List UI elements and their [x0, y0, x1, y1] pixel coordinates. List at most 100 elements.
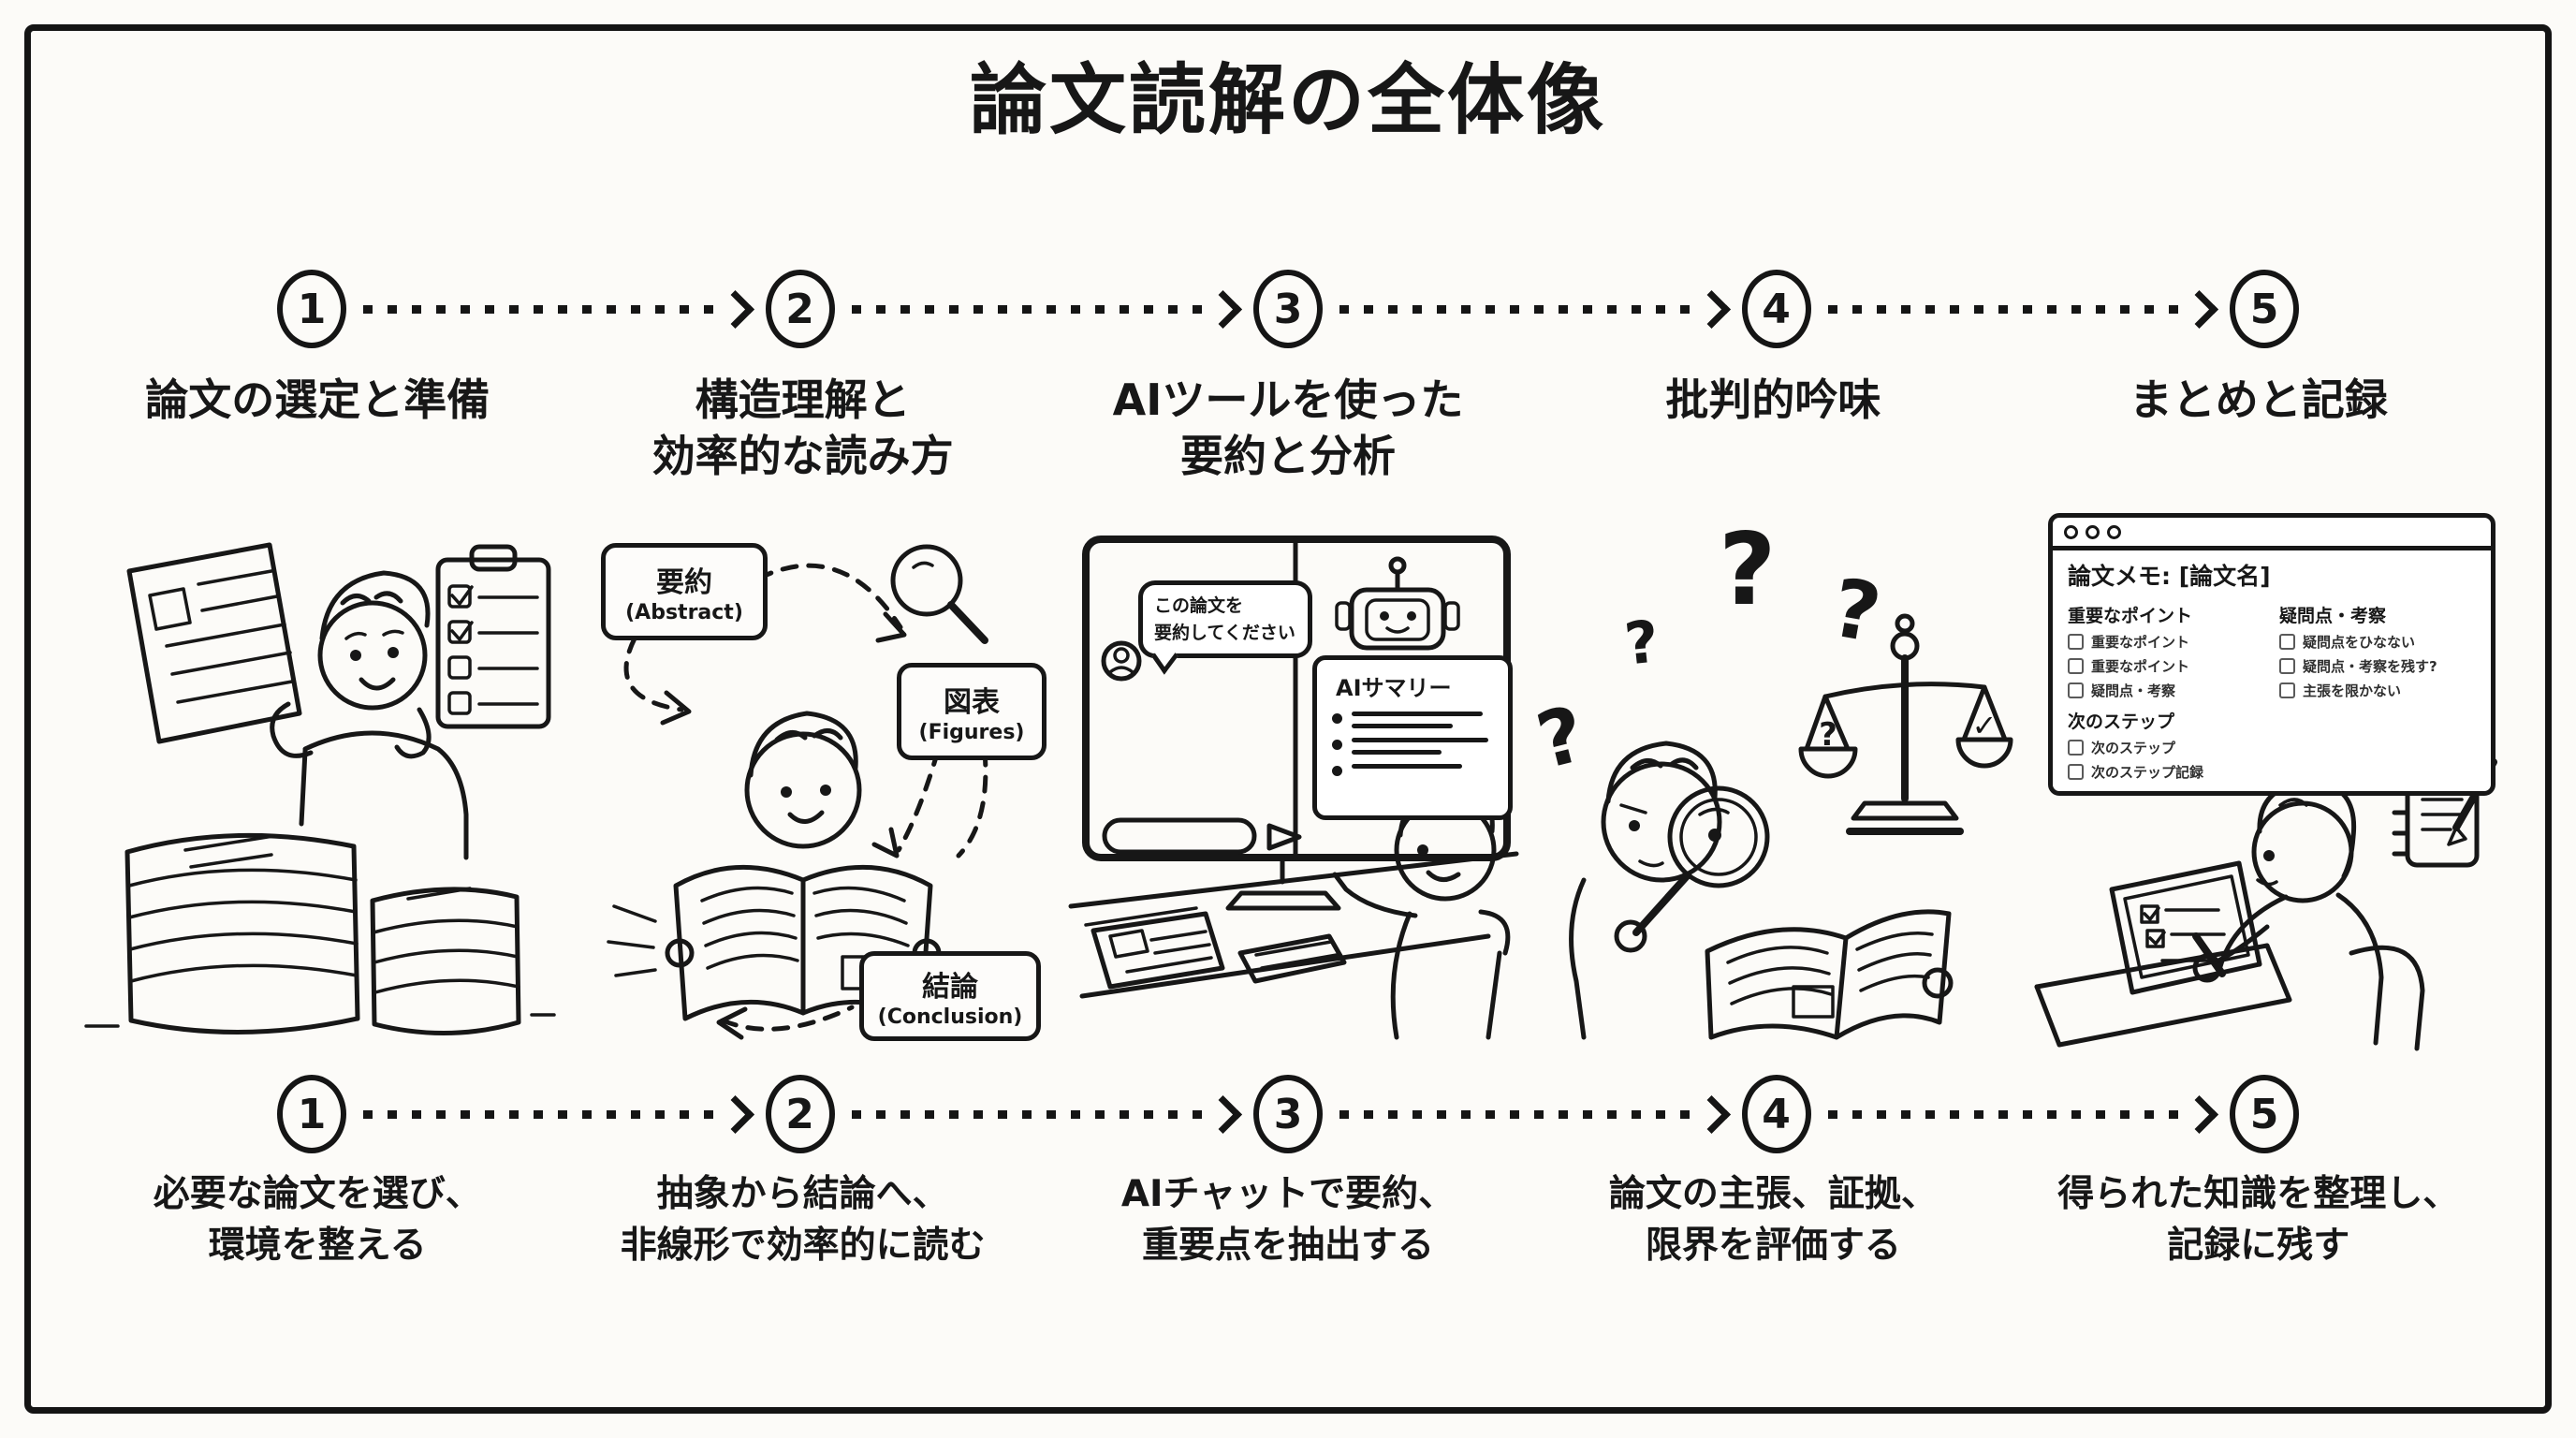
- arrowhead-icon: [1691, 289, 1731, 329]
- checklist-clipboard: [435, 544, 551, 729]
- memo-checklist-item: 疑問点・考察を残す?: [2279, 656, 2476, 676]
- step-description-1: 必要な論文を選び、環境を整える: [75, 1168, 560, 1272]
- held-paper: [126, 542, 302, 744]
- figures-label-jp: 図表: [944, 686, 1000, 719]
- arrowhead-icon: [1691, 1094, 1731, 1134]
- step-number-circle: 4: [1741, 1075, 1811, 1153]
- summary-line: [1352, 738, 1488, 742]
- arrowhead-icon: [715, 289, 754, 329]
- memo-section-header: 次のステップ: [2068, 712, 2175, 732]
- step-number-circle: 1: [277, 270, 346, 348]
- title-line: AIツールを使った: [1112, 374, 1464, 425]
- step-description-2: 抽象から結論へ、非線形で効率的に読む: [560, 1168, 1045, 1272]
- dotted-line: [1827, 304, 2189, 314]
- dotted-arrow: [1323, 1094, 1742, 1134]
- window-titlebar: [2053, 518, 2491, 550]
- description-line: 必要な論文を選び、: [153, 1173, 482, 1215]
- illustration-step-5: 論文メモ: [論文名] 重要なポイント 重要なポイント 重要なポイント 疑問点・…: [2022, 513, 2509, 1051]
- magnifier-icon: [890, 544, 988, 644]
- flow-row-bottom: 1 2 3 4 5: [277, 1075, 2299, 1153]
- person: [270, 570, 469, 860]
- person-writing: [2192, 778, 2384, 1046]
- abstract-label-en: (Abstract): [625, 601, 743, 624]
- arrowhead-icon: [2179, 289, 2219, 329]
- desk-and-chair: [2034, 943, 2425, 1051]
- description-line: 得られた知識を整理し、: [2057, 1173, 2460, 1215]
- robot-icon: [1335, 556, 1460, 651]
- arrowhead-icon: [1203, 289, 1243, 329]
- memo-item-label: 次のステップ記録: [2091, 764, 2204, 781]
- step-number-circle: 1: [277, 1075, 346, 1153]
- memo-checklist-item: 主張を限かない: [2279, 681, 2476, 700]
- memo-title: 論文メモ: [論文名]: [2068, 563, 2271, 590]
- step-number-circle: 2: [765, 1075, 835, 1153]
- dotted-arrow: [835, 289, 1254, 329]
- step-number-circle: 5: [2230, 270, 2299, 348]
- description-line: 限界を評価する: [1645, 1225, 1901, 1268]
- arrowhead-icon: [2179, 1094, 2219, 1134]
- checkbox-icon: [2279, 682, 2295, 698]
- checkbox-icon: [2068, 634, 2084, 650]
- user-chat-bubble: この論文を 要約してください: [1138, 580, 1312, 675]
- dotted-line: [1339, 304, 1702, 314]
- memo-next-section: 次のステップ 次のステップ 次のステップ記録: [2068, 708, 2476, 782]
- step-title-1: 論文の選定と準備: [75, 373, 560, 485]
- summary-line: [1352, 764, 1462, 769]
- illustration-step-1: [75, 513, 562, 1051]
- title-line: 批判的吟味: [1665, 374, 1881, 425]
- conclusion-label-jp: 結論: [922, 971, 978, 1004]
- step-description-4: 論文の主張、証拠、限界を評価する: [1530, 1168, 2015, 1272]
- flow-row-top: 1 2 3 4 5: [277, 270, 2299, 348]
- step4-sketch: ? ✓: [1569, 613, 2013, 1040]
- description-line: AIチャットで要約、: [1120, 1173, 1456, 1215]
- dotted-line: [1827, 1109, 2189, 1119]
- question-mark: ?: [1719, 512, 1777, 627]
- description-line: 非線形で効率的に読む: [620, 1225, 986, 1268]
- dotted-arrow: [346, 289, 766, 329]
- summary-lines: [1352, 712, 1493, 728]
- bullet-dot: [1332, 713, 1342, 724]
- bullet-dot: [1332, 766, 1342, 776]
- description-line: 抽象から結論へ、: [656, 1173, 949, 1215]
- ai-summary-panel: AIサマリー: [1312, 655, 1513, 820]
- title-line: 効率的な読み方: [651, 430, 954, 481]
- description-line: 論文の主張、証拠、: [1608, 1173, 1938, 1215]
- dotted-arrow: [1811, 289, 2231, 329]
- user-avatar-icon: [1101, 640, 1142, 682]
- dashed-arrows: [623, 563, 988, 1040]
- illustrations-row: 要約 (Abstract) 図表 (Figures) 結論 (Conclusio…: [75, 513, 2501, 1051]
- title-line: 論文の選定と準備: [145, 374, 490, 425]
- window-dot-icon: [2064, 524, 2078, 539]
- description-line: 環境を整える: [208, 1225, 427, 1268]
- step-descriptions-row: 必要な論文を選び、環境を整える 抽象から結論へ、非線形で効率的に読む AIチャッ…: [75, 1168, 2501, 1272]
- memo-checklist-item: 重要なポイント: [2068, 656, 2264, 676]
- checkbox-icon: [2279, 634, 2295, 650]
- checkbox-icon: [2068, 658, 2084, 674]
- window-dot-icon: [2107, 524, 2121, 539]
- memo-browser-window: 論文メモ: [論文名] 重要なポイント 重要なポイント 重要なポイント 疑問点・…: [2048, 513, 2496, 796]
- step-title-5: まとめと記録: [2016, 373, 2501, 485]
- dotted-arrow: [346, 1094, 766, 1134]
- memo-body: 論文メモ: [論文名] 重要なポイント 重要なポイント 重要なポイント 疑問点・…: [2053, 550, 2491, 782]
- open-paper: [1705, 909, 1954, 1040]
- send-icon: [1266, 823, 1302, 851]
- dotted-line: [363, 1109, 725, 1119]
- checkbox-icon: [2279, 658, 2295, 674]
- summary-line: [1352, 712, 1483, 716]
- illustration-step-4: ? ✓: [1529, 512, 2022, 1051]
- question-mark: ?: [1621, 607, 1662, 679]
- step-number-circle: 3: [1253, 1075, 1323, 1153]
- memo-columns: 重要なポイント 重要なポイント 重要なポイント 疑問点・考察 疑問点・考察 疑問…: [2068, 599, 2476, 705]
- memo-section-header: 重要なポイント: [2068, 606, 2193, 626]
- memo-column-left: 重要なポイント 重要なポイント 重要なポイント 疑問点・考察: [2068, 599, 2264, 705]
- step-number-circle: 2: [765, 270, 835, 348]
- step-title-3: AIツールを使った要約と分析: [1046, 373, 1530, 485]
- memo-item-label: 疑問点・考察: [2091, 682, 2176, 699]
- summary-lines: [1352, 738, 1493, 755]
- conclusion-label-en: (Conclusion): [877, 1005, 1023, 1029]
- checkbox-icon: [2068, 740, 2084, 756]
- checkbox-icon: [2068, 682, 2084, 698]
- title-line: 構造理解と: [695, 374, 911, 425]
- memo-checklist-item: 疑問点をひなない: [2279, 632, 2476, 652]
